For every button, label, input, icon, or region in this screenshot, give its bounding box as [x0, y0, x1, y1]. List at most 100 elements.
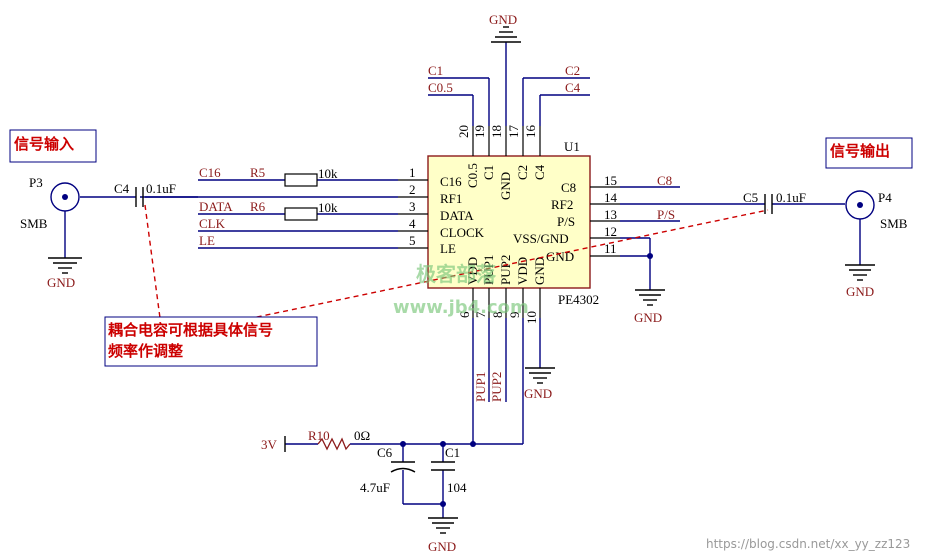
pin-name: GND	[546, 249, 574, 264]
pin-name: PUP1	[481, 255, 496, 285]
gnd-label: GND	[428, 539, 456, 554]
net-label: C16	[199, 165, 221, 180]
gnd-label: GND	[47, 275, 75, 290]
pin-name: GND	[498, 172, 513, 200]
net-label: PUP1	[473, 372, 488, 402]
pin-name: VSS/GND	[513, 231, 569, 246]
net-label: P/S	[657, 207, 675, 222]
net-label: C4	[565, 80, 581, 95]
pin-name: C1	[481, 165, 496, 180]
gnd-label: GND	[524, 386, 552, 401]
pin-name: RF1	[440, 191, 462, 206]
net-label: DATA	[199, 199, 233, 214]
pin-name: C4	[532, 164, 547, 180]
top-wires	[428, 42, 590, 126]
pin-name: VDD	[515, 257, 530, 285]
pin-number: 16	[523, 125, 538, 139]
pin-number: 9	[507, 312, 522, 319]
r5-value: 10k	[318, 166, 338, 181]
p4-connector	[845, 190, 875, 265]
r5-body	[284, 173, 318, 187]
ground-symbol	[845, 264, 875, 281]
chip-body	[427, 155, 591, 289]
pin-number: 3	[409, 199, 416, 214]
c5-ref: C5	[743, 190, 758, 205]
chip-ref: U1	[564, 139, 580, 154]
p4-type: SMB	[880, 216, 908, 231]
vcc-label: 3V	[261, 437, 278, 452]
net-label: PUP2	[489, 372, 504, 402]
c6-ref: C6	[377, 445, 393, 460]
pin-name: C16	[440, 174, 462, 189]
p3-ref: P3	[29, 175, 43, 190]
right-wires	[620, 186, 845, 290]
pin-number: 6	[457, 311, 472, 318]
gnd-label: GND	[489, 12, 517, 27]
pin-name: C2	[515, 165, 530, 180]
watermark-logo: 极客部落	[416, 262, 497, 286]
pin-number: 20	[456, 125, 471, 138]
r6-ref: R6	[250, 199, 266, 214]
pin-name: PUP2	[498, 255, 513, 285]
net-label: LE	[199, 233, 215, 248]
p3-type: SMB	[20, 216, 48, 231]
chip-right-pins: 15 14 13 12 11 C8 RF2 P/S VSS/GND GND	[513, 173, 620, 264]
p3-connector	[50, 182, 80, 258]
net-label: C2	[565, 63, 580, 78]
pin-number: 1	[409, 165, 416, 180]
input-label-box	[9, 129, 97, 163]
pin-number: 10	[524, 311, 539, 324]
pin-number: 2	[409, 182, 416, 197]
net-label: CLK	[199, 216, 226, 231]
pin-number: 11	[604, 241, 617, 256]
r5-ref: R5	[250, 165, 265, 180]
input-label: 信号输入	[14, 135, 74, 153]
ground-symbol	[48, 257, 82, 274]
ground-symbol	[491, 26, 521, 43]
pin-name: GND	[532, 257, 547, 285]
net-label: C1	[428, 63, 443, 78]
pin-number: 4	[409, 216, 416, 231]
pin-name: C8	[561, 180, 576, 195]
c1-ref: C1	[445, 445, 460, 460]
pin-number: 8	[490, 312, 505, 319]
c1-capacitor	[431, 461, 455, 471]
gnd-label: GND	[846, 284, 874, 299]
pin-number: 18	[489, 125, 504, 138]
p4-ref: P4	[878, 190, 892, 205]
pin-number: 5	[409, 233, 416, 248]
pin-name: C0.5	[465, 163, 480, 188]
pin-number: 19	[472, 125, 487, 138]
c4-capacitor	[135, 187, 144, 207]
output-label-box	[825, 137, 913, 169]
note-line-1: 耦合电容可根据具体信号	[108, 321, 273, 339]
r10-ref: R10	[308, 428, 330, 443]
pin-number: 14	[604, 190, 618, 205]
gnd-label: GND	[634, 310, 662, 325]
c4-value: 0.1uF	[146, 181, 176, 196]
pin-number: 13	[604, 207, 617, 222]
r6-value: 10k	[318, 200, 338, 215]
bottom-wires	[285, 318, 541, 518]
watermark-site: www.jb4.com	[393, 297, 529, 318]
r6-body	[284, 207, 318, 221]
output-label: 信号输出	[830, 142, 890, 160]
c6-capacitor	[390, 461, 416, 473]
ground-symbol	[525, 367, 555, 384]
pin-name: VDD	[465, 257, 480, 285]
pin-number: 7	[473, 311, 488, 318]
c1-value: 104	[447, 480, 467, 495]
left-wires	[80, 179, 398, 249]
pin-name: RF2	[551, 197, 573, 212]
r10-value: 0Ω	[354, 428, 370, 443]
c5-capacitor	[764, 194, 773, 214]
pin-name: P/S	[557, 214, 575, 229]
ground-symbol	[428, 517, 458, 534]
c6-value: 4.7uF	[360, 480, 390, 495]
chip-left-pins: 1 2 3 4 5 C16 RF1 DATA CLOCK LE	[398, 165, 485, 256]
note-line-2: 频率作调整	[108, 342, 183, 360]
r10-resistor	[317, 437, 351, 451]
net-label: C0.5	[428, 80, 453, 95]
